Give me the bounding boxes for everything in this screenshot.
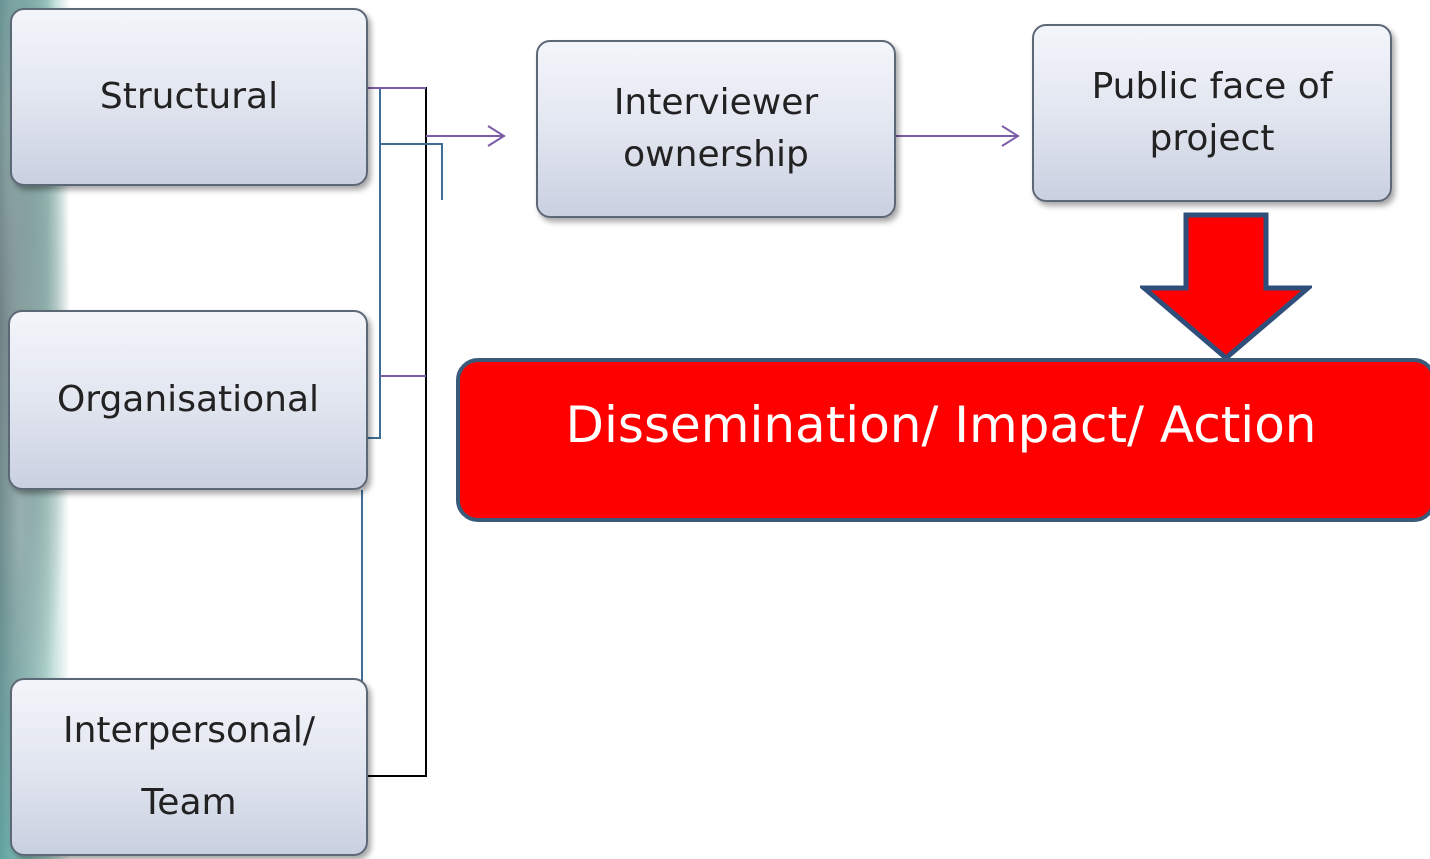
node-interpersonal: Interpersonal/ Team [10, 678, 368, 856]
node-structural-label: Structural [99, 76, 279, 117]
node-interpersonal-label-line-1: Interpersonal/ [62, 710, 316, 751]
arrowhead-to-public-face [1001, 125, 1020, 147]
node-interviewer-ownership: Interviewer ownership [536, 40, 896, 218]
arrowhead-to-interviewer [487, 125, 506, 147]
node-public-face-label-line-2: project [1149, 118, 1275, 159]
node-action-label: Dissemination/ Impact/ Action [565, 396, 1317, 454]
node-dissemination-impact-action: Dissemination/ Impact/ Action [456, 358, 1430, 522]
node-public-face-label-line-1: Public face of [1091, 66, 1333, 107]
bracket-connector [362, 87, 427, 777]
node-interviewer-label-line-2: ownership [623, 134, 809, 175]
inner-bracket-connector [368, 88, 381, 439]
node-organisational-label: Organisational [56, 379, 320, 420]
down-arrow-icon [1140, 212, 1312, 362]
node-interviewer-label-line-1: Interviewer [613, 82, 819, 123]
node-structural: Structural [10, 8, 368, 186]
node-interpersonal-label-line-2: Team [141, 782, 237, 823]
structural-branch-connector [380, 143, 443, 200]
node-organisational: Organisational [8, 310, 368, 490]
node-public-face: Public face of project [1032, 24, 1392, 202]
